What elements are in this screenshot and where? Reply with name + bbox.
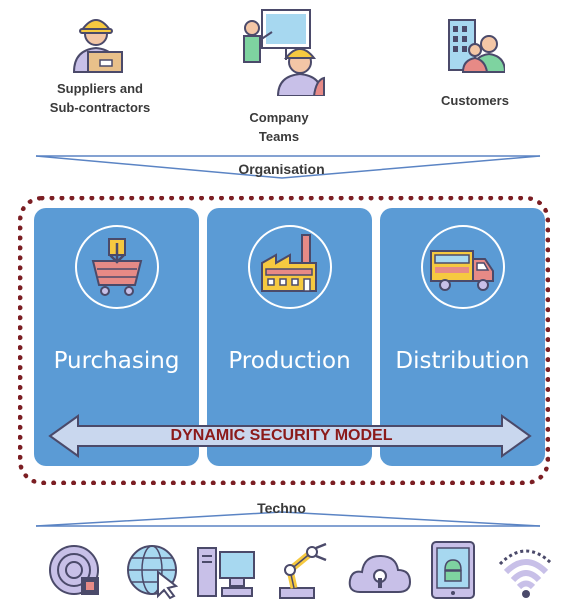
organisation-funnel-line — [35, 155, 541, 179]
production-title: Production — [228, 348, 351, 374]
customers-label: Customers — [441, 93, 509, 108]
company-label-line1: Company — [249, 110, 309, 125]
production-icon-circle — [248, 225, 332, 309]
security-model-frame — [18, 196, 550, 485]
cloud-lock-icon — [348, 554, 412, 593]
wifi-icon — [498, 549, 554, 598]
suppliers-label-line1: Suppliers and — [57, 81, 143, 96]
purchasing-card: Purchasing — [34, 208, 199, 466]
techno-label: Techno — [257, 500, 306, 516]
production-card: Production — [207, 208, 372, 466]
distribution-title: Distribution — [395, 348, 530, 374]
globe-cursor-icon — [127, 545, 179, 600]
company-team-presenter-icon — [243, 9, 325, 96]
delivery-truck-icon — [430, 250, 494, 291]
shopping-basket-icon — [91, 238, 143, 296]
security-chip-icon — [49, 545, 99, 595]
factory-icon — [261, 234, 317, 292]
purchasing-title: Purchasing — [53, 348, 180, 374]
distribution-icon-circle — [421, 225, 505, 309]
purchasing-icon-circle — [75, 225, 159, 309]
supplier-worker-icon — [72, 19, 123, 73]
techno-funnel-line — [35, 511, 541, 527]
suppliers-label: Suppliers and Sub-contractors — [40, 79, 160, 117]
computer-icon — [197, 547, 255, 597]
robot-arm-icon — [279, 542, 327, 599]
company-teams-label: Company Teams — [224, 108, 334, 146]
customers-building-icon — [448, 19, 505, 73]
organisation-label: Organisation — [238, 161, 325, 177]
double-arrow — [48, 414, 532, 458]
distribution-card: Distribution — [380, 208, 545, 466]
tablet-android-icon — [431, 541, 475, 599]
company-label-line2: Teams — [258, 129, 300, 144]
dynamic-security-model-label: DYNAMIC SECURITY MODEL — [170, 427, 393, 444]
suppliers-label-line2: Sub-contractors — [49, 100, 151, 115]
